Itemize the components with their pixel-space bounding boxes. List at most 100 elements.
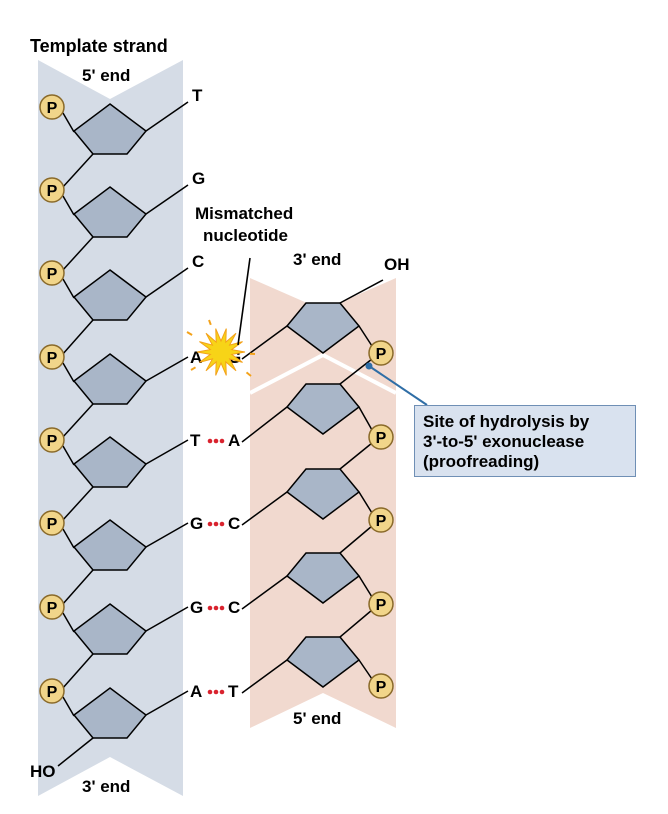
template-bond-p-sugar: [62, 278, 75, 299]
hydrogen-bond-dot: [213, 521, 219, 527]
callout-line-3: (proofreading): [423, 452, 540, 471]
template-phosphate-label: P: [47, 433, 58, 450]
burst-spark: [190, 366, 197, 371]
new-phosphate-label: P: [376, 513, 387, 530]
template-sugar: [72, 353, 148, 405]
new-bond-p-sugar: [339, 609, 373, 638]
template-bond-sugar-p: [57, 737, 94, 767]
new-phosphate: [368, 673, 394, 699]
template-phosphate-label: P: [47, 684, 58, 701]
template-base-c: C: [192, 252, 204, 271]
new-phosphate-label: P: [376, 430, 387, 447]
mismatch-burst-icon: [186, 319, 256, 377]
hydrogen-bond-dot: [207, 438, 213, 444]
template-bond-p-sugar: [62, 612, 75, 633]
template-sugar: [72, 186, 148, 238]
new-5-end-label: 5' end: [293, 709, 341, 728]
template-strand-band: [38, 60, 183, 796]
hydrolysis-leader-line: [368, 365, 428, 406]
template-bond-sugar-p: [61, 486, 94, 522]
new-bond-sugar-p: [358, 406, 373, 431]
pair-template-base: G: [190, 598, 203, 617]
template-phosphate: [39, 594, 65, 620]
pair-template-base: A: [190, 682, 202, 701]
template-ho-label: HO: [30, 762, 56, 781]
new-bond-p-sugar: [339, 442, 373, 470]
template-phosphate: [39, 177, 65, 203]
new-bond-base-sugar: [241, 406, 288, 443]
hydrogen-bond-dot: [219, 605, 225, 611]
pair-new-base: T: [228, 682, 239, 701]
template-bond-sugar-base: [145, 522, 189, 548]
burst-spark: [186, 331, 193, 336]
template-5-end-label: 5' end: [82, 66, 130, 85]
template-phosphate-label: P: [47, 100, 58, 117]
template-sugar: [72, 103, 148, 155]
template-phosphate: [39, 260, 65, 286]
pair-new-base: A: [228, 431, 240, 450]
template-phosphate: [39, 678, 65, 704]
template-bond-sugar-base: [145, 606, 189, 632]
hydrogen-bond-dot: [207, 605, 213, 611]
new-bond-sugar-p: [358, 659, 373, 680]
hydrogen-bond-dot: [219, 438, 225, 444]
new-phosphate: [368, 424, 394, 450]
mismatch-pointer-line: [237, 257, 251, 346]
template-phosphate: [39, 427, 65, 453]
template-base-g: G: [192, 169, 205, 188]
template-sugar: [72, 436, 148, 488]
hydrolysis-break-line: [249, 352, 397, 395]
callout-line-1: Site of hydrolysis by: [423, 412, 590, 431]
template-bond-p-sugar: [62, 445, 75, 466]
callout-line-2: 3'-to-5' exonuclease: [423, 432, 585, 451]
new-bond-base-sugar: [241, 575, 288, 610]
template-bond-sugar-base: [145, 101, 189, 132]
hydrogen-bond-dot: [219, 521, 225, 527]
base-pairs: AGTAGCGCAT: [190, 325, 288, 701]
burst-spark: [208, 319, 212, 326]
template-strand-title: Template strand: [30, 36, 168, 56]
hydrogen-bond-dot: [207, 521, 213, 527]
pair-new-base: C: [228, 514, 240, 533]
template-bond-sugar-p: [61, 236, 94, 272]
template-bond-p-sugar: [62, 528, 75, 549]
hydrolysis-site-dot: [365, 362, 373, 370]
new-sugar: [285, 552, 361, 604]
new-phosphate-label: P: [376, 679, 387, 696]
template-bond-sugar-base: [145, 267, 189, 298]
new-oh-label: OH: [384, 255, 410, 274]
hydrogen-bond-dot: [213, 438, 219, 444]
new-bond-sugar-p: [358, 325, 373, 347]
template-sugar: [72, 603, 148, 655]
template-phosphate: [39, 94, 65, 120]
new-3-end-label: 3' end: [293, 250, 341, 269]
template-phosphate: [39, 510, 65, 536]
template-bond-sugar-p: [61, 319, 94, 356]
new-bond-sugar-p: [358, 491, 373, 514]
template-phosphate-label: P: [47, 600, 58, 617]
hydrogen-bond-dot: [207, 689, 213, 695]
template-sugar: [72, 519, 148, 571]
new-sugar: [285, 383, 361, 435]
new-phosphate-label: P: [376, 346, 387, 363]
hydrogen-bond-dot: [213, 605, 219, 611]
hydrolysis-callout: Site of hydrolysis by 3'-to-5' exonuclea…: [414, 405, 636, 477]
template-sugar: [72, 269, 148, 321]
mismatched-label-line1: Mismatched: [195, 204, 293, 223]
template-bond-sugar-p: [61, 569, 94, 606]
new-bond-base-sugar: [241, 325, 288, 360]
template-bond-sugar-base: [145, 184, 189, 215]
template-bond-sugar-p: [61, 403, 94, 439]
template-phosphate: [39, 344, 65, 370]
template-bond-sugar-base: [145, 690, 189, 716]
template-bond-sugar-base: [145, 356, 189, 382]
new-bond-base-sugar: [241, 491, 288, 526]
new-sugar: [285, 468, 361, 520]
new-phosphate-label: P: [376, 597, 387, 614]
hydrogen-bond-dot: [213, 689, 219, 695]
new-sugar: [285, 302, 361, 354]
new-bond-base-sugar: [241, 659, 288, 694]
new-phosphate: [368, 591, 394, 617]
